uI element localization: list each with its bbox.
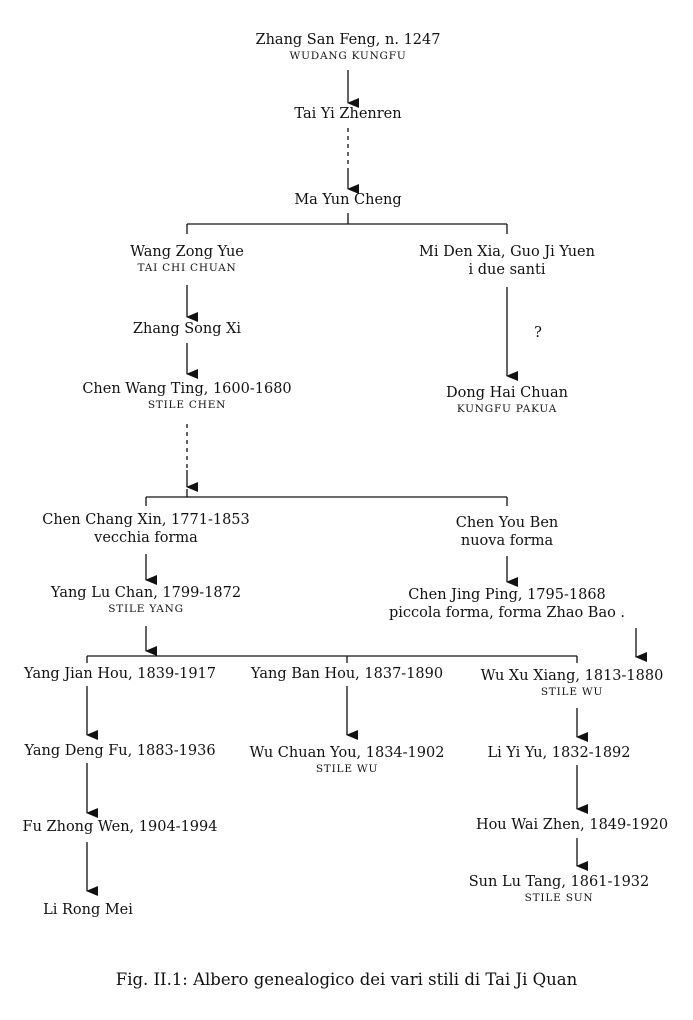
node-question-mark: ? [534, 325, 542, 343]
node-ma-yun-cheng: Ma Yun Cheng [294, 192, 401, 210]
node-chen-wang-ting: Chen Wang Ting, 1600-1680 STILE CHEN [82, 381, 291, 411]
node-name: Wu Xu Xiang, 1813-1880 [480, 668, 664, 684]
node-name: Chen Chang Xin, 1771-1853 [42, 512, 250, 528]
node-name: Chen Wang Ting, 1600-1680 [82, 381, 292, 397]
node-name: Li Rong Mei [43, 902, 133, 918]
node-name: Zhang Song Xi [132, 321, 242, 337]
node-tai-yi-zhenren: Tai Yi Zhenren [294, 106, 401, 124]
node-dong-hai-chuan: Dong Hai Chuan KUNGFU PAKUA [446, 385, 568, 415]
node-name: Chen You Ben [455, 515, 559, 531]
node-style: STILE SUN [524, 891, 594, 904]
node-name: Fu Zhong Wen, 1904-1994 [22, 819, 218, 835]
node-note: piccola forma, forma Zhao Bao . [388, 604, 626, 621]
node-mi-den-xia: Mi Den Xia, Guo Ji Yuen i due santi [419, 244, 595, 279]
node-name: Tai Yi Zhenren [294, 106, 402, 122]
node-style: STILE CHEN [147, 398, 227, 411]
node-style: STILE YANG [108, 602, 184, 615]
node-wu-xu-xiang: Wu Xu Xiang, 1813-1880 STILE WU [481, 668, 664, 698]
node-name: Ma Yun Cheng [294, 192, 402, 208]
node-wu-chuan-you: Wu Chuan You, 1834-1902 STILE WU [250, 745, 445, 775]
node-chen-jing-ping: Chen Jing Ping, 1795-1868 piccola forma,… [389, 587, 625, 622]
node-yang-lu-chan: Yang Lu Chan, 1799-1872 STILE YANG [51, 585, 241, 615]
node-name: Mi Den Xia, Guo Ji Yuen [419, 244, 595, 260]
node-zhang-san-feng: Zhang San Feng, n. 1247 WUDANG KUNGFU [256, 32, 441, 62]
node-style: KUNGFU PAKUA [456, 402, 558, 415]
node-name: Sun Lu Tang, 1861-1932 [468, 874, 650, 890]
node-yang-ban-hou: Yang Ban Hou, 1837-1890 [251, 666, 443, 684]
node-name: Yang Ban Hou, 1837-1890 [250, 666, 444, 682]
node-name: Li Yi Yu, 1832-1892 [487, 745, 631, 761]
node-name: Wu Chuan You, 1834-1902 [249, 745, 445, 761]
node-style: STILE WU [315, 762, 379, 775]
node-name: Zhang San Feng, n. 1247 [255, 32, 441, 48]
node-style: STILE WU [540, 685, 604, 698]
node-yang-deng-fu: Yang Deng Fu, 1883-1936 [24, 743, 215, 761]
node-chen-chang-xin: Chen Chang Xin, 1771-1853 vecchia forma [42, 512, 250, 547]
node-li-yi-yu: Li Yi Yu, 1832-1892 [487, 745, 630, 763]
node-name: Dong Hai Chuan [446, 385, 568, 401]
node-name: Wang Zong Yue [130, 244, 244, 260]
node-note: nuova forma [460, 532, 554, 549]
node-sun-lu-tang: Sun Lu Tang, 1861-1932 STILE SUN [469, 874, 650, 904]
node-zhang-song-xi: Zhang Song Xi [133, 321, 241, 339]
node-name: Yang Lu Chan, 1799-1872 [50, 585, 242, 601]
node-fu-zhong-wen: Fu Zhong Wen, 1904-1994 [23, 819, 218, 837]
node-style: TAI CHI CHUAN [137, 261, 237, 274]
node-name: Chen Jing Ping, 1795-1868 [408, 587, 606, 603]
node-name: ? [534, 325, 542, 341]
node-note: vecchia forma [94, 529, 198, 546]
node-wang-zong-yue: Wang Zong Yue TAI CHI CHUAN [130, 244, 244, 274]
node-hou-wai-zhen: Hou Wai Zhen, 1849-1920 [476, 817, 668, 835]
node-note: i due santi [468, 261, 546, 278]
node-li-rong-mei: Li Rong Mei [43, 902, 133, 920]
node-chen-you-ben: Chen You Ben nuova forma [456, 515, 559, 550]
node-name: Hou Wai Zhen, 1849-1920 [475, 817, 669, 833]
node-style: WUDANG KUNGFU [289, 49, 407, 62]
figure-caption: Fig. II.1: Albero genealogico dei vari s… [115, 970, 578, 989]
node-name: Yang Jian Hou, 1839-1917 [24, 666, 216, 682]
node-name: Yang Deng Fu, 1883-1936 [24, 743, 216, 759]
node-yang-jian-hou: Yang Jian Hou, 1839-1917 [24, 666, 216, 684]
